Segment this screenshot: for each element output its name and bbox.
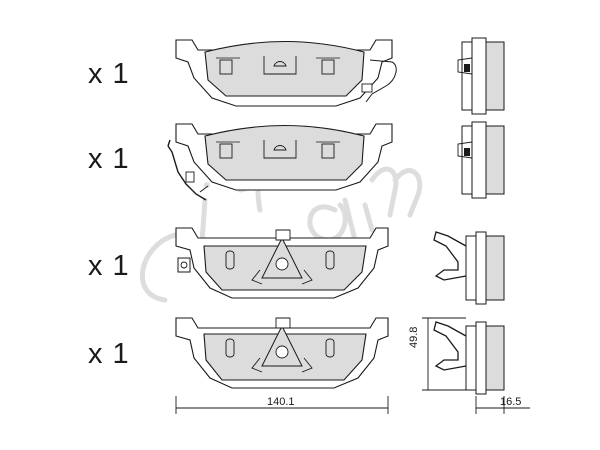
dimension-thickness-label: 16.5 xyxy=(500,396,522,408)
dimension-height-line xyxy=(422,317,466,391)
quantity-label-row-3: x 1 xyxy=(88,250,130,282)
quantity-label-row-4: x 1 xyxy=(88,338,130,370)
brake-pad-1 xyxy=(175,39,397,107)
brake-pad-2 xyxy=(167,123,393,201)
brake-pad-4 xyxy=(175,317,389,389)
quantity-label-row-2: x 1 xyxy=(88,143,130,175)
dimension-thickness-line xyxy=(475,396,530,414)
dimension-height-label: 49.8 xyxy=(408,326,420,348)
brake-pad-3 xyxy=(175,227,389,299)
side-view-4 xyxy=(433,321,505,395)
side-view-3 xyxy=(433,231,505,305)
dimension-width-line xyxy=(175,396,389,414)
quantity-label-row-1: x 1 xyxy=(88,58,130,90)
side-view-1 xyxy=(457,37,505,115)
dimension-width-label: 140.1 xyxy=(267,396,295,408)
side-view-2 xyxy=(457,121,505,199)
